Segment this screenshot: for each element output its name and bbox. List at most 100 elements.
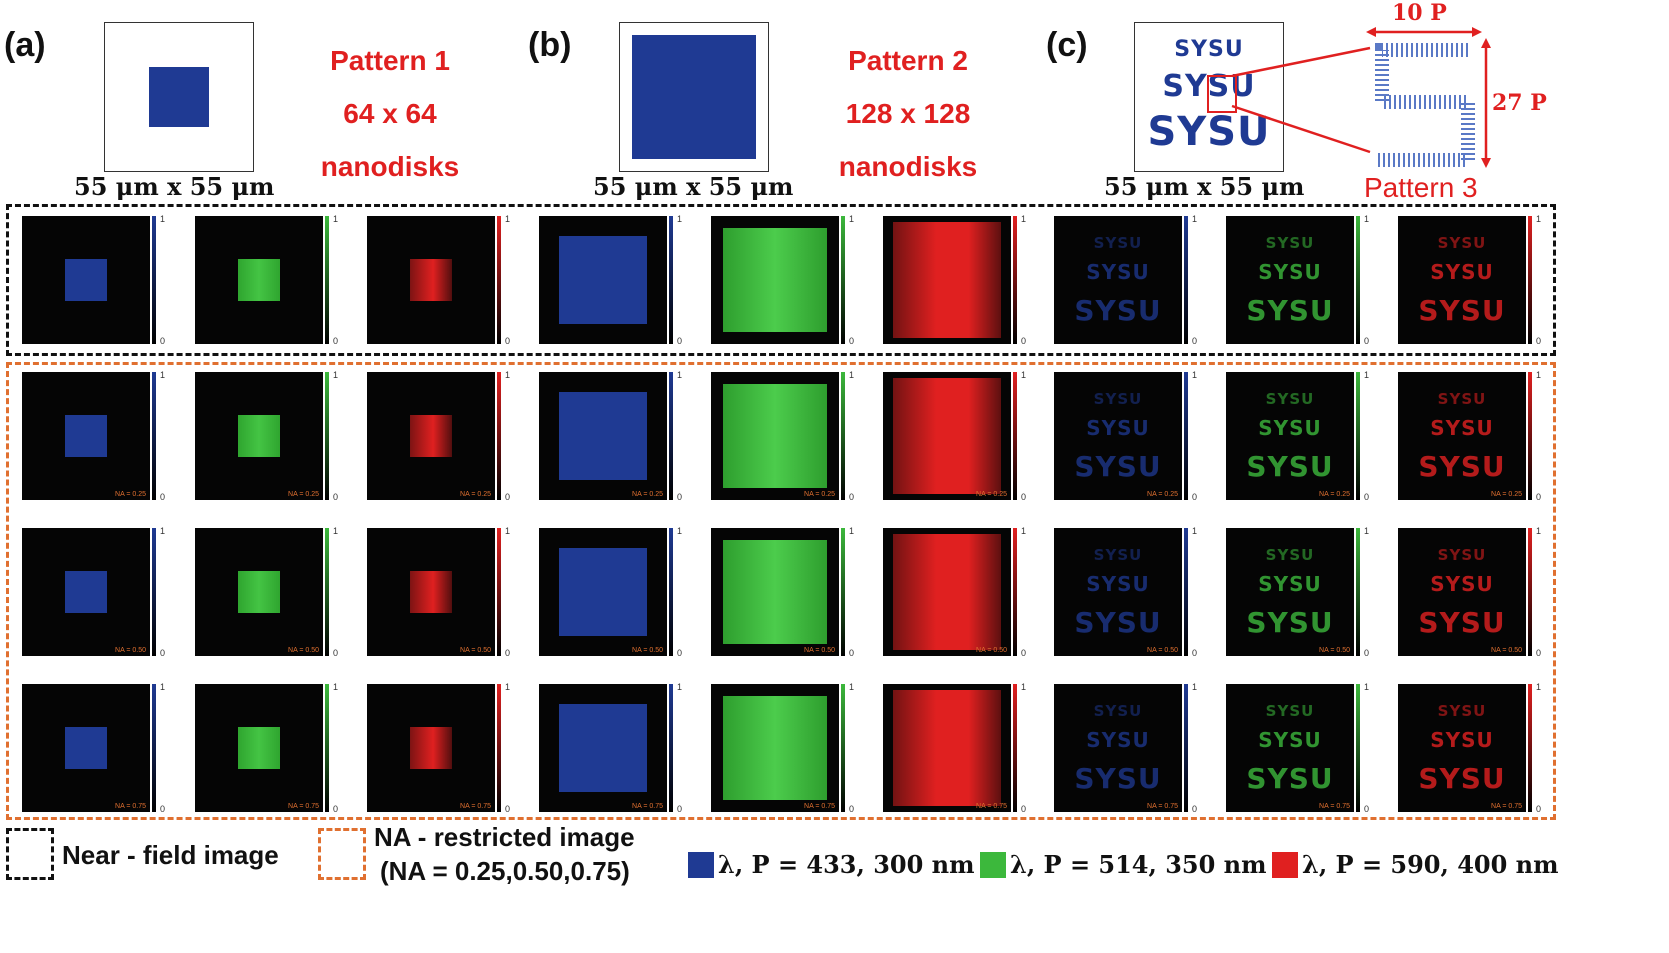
na-value-label: NA = 0.50	[976, 647, 1007, 654]
pattern-1-square-image	[238, 727, 280, 769]
colorbar-max-label: 1	[160, 370, 166, 380]
na-value-label: NA = 0.50	[115, 647, 146, 654]
sysu-text-image: SYSU	[1246, 294, 1334, 327]
sysu-text-image: SYSU	[1258, 728, 1322, 752]
colorbar-min-label: 0	[333, 492, 339, 502]
colorbar	[325, 216, 329, 344]
colorbar	[1184, 528, 1188, 656]
sysu-text-image: SYSU	[1418, 450, 1506, 483]
simulated-image: NA = 0.50	[367, 528, 495, 656]
simulated-image: NA = 0.25	[22, 372, 150, 500]
sysu-text-image: SYSU	[1093, 234, 1143, 252]
na-value-label: NA = 0.50	[632, 647, 663, 654]
colorbar-min-label: 0	[849, 648, 855, 658]
colorbar-max-label: 1	[505, 214, 511, 224]
pattern-2-title-line2: 128 x 128	[845, 98, 971, 129]
na-value-label: NA = 0.75	[288, 803, 319, 810]
sysu-text-image: SYSU	[1418, 762, 1506, 795]
colorbar	[152, 684, 156, 812]
sysu-text-image: SYSU	[1258, 572, 1322, 596]
na-value-label: NA = 0.75	[1491, 803, 1522, 810]
colorbar	[152, 216, 156, 344]
colorbar-min-label: 0	[505, 804, 511, 814]
arrow-27p-top-head	[1481, 38, 1491, 48]
pattern-2-square-image	[723, 696, 827, 800]
pattern-3-zoom-box	[1207, 75, 1237, 113]
sysu-text-image: SYSU	[1437, 546, 1487, 564]
colorbar	[1013, 216, 1017, 344]
colorbar-max-label: 1	[677, 214, 683, 224]
colorbar-max-label: 1	[1192, 526, 1198, 536]
sysu-text-image: SYSU	[1418, 294, 1506, 327]
pattern-2-square-image	[723, 384, 827, 488]
na-value-label: NA = 0.50	[1491, 647, 1522, 654]
pattern-1-square-image	[65, 571, 107, 613]
colorbar	[1356, 216, 1360, 344]
pattern-1-square-image	[410, 727, 452, 769]
colorbar-min-label: 0	[333, 648, 339, 658]
pattern-1-square-image	[238, 415, 280, 457]
colorbar-min-label: 0	[160, 336, 166, 346]
colorbar-max-label: 1	[333, 370, 339, 380]
colorbar	[1013, 684, 1017, 812]
pattern-2-square-image	[893, 690, 1001, 806]
colorbar-min-label: 0	[1021, 648, 1027, 658]
pattern-1-square-image	[238, 259, 280, 301]
colorbar-min-label: 0	[505, 336, 511, 346]
panel-b-label: (b)	[528, 26, 572, 64]
colorbar	[325, 684, 329, 812]
na-value-label: NA = 0.25	[1491, 491, 1522, 498]
sysu-text-image: SYSU	[1093, 546, 1143, 564]
inset-width-label: 10 P	[1392, 0, 1447, 26]
na-value-label: NA = 0.75	[804, 803, 835, 810]
colorbar-max-label: 1	[160, 526, 166, 536]
sysu-text-image: SYSU	[1093, 390, 1143, 408]
sysu-text-image: SYSU	[1430, 572, 1494, 596]
na-value-label: NA = 0.25	[1147, 491, 1178, 498]
zoom-line-bottom	[1231, 104, 1371, 154]
pattern-1-title: Pattern 1 64 x 64 nanodisks	[300, 34, 480, 193]
simulated-image	[367, 216, 495, 344]
sysu-text-image: SYSU	[1093, 702, 1143, 720]
colorbar	[669, 528, 673, 656]
inset-height-label: 27 P	[1492, 90, 1547, 116]
colorbar-max-label: 1	[1021, 370, 1027, 380]
colorbar-max-label: 1	[1364, 370, 1370, 380]
colorbar-max-label: 1	[505, 370, 511, 380]
pattern-2-square-image	[723, 228, 827, 332]
pattern-2-square-image	[559, 704, 647, 792]
pattern-1-title-line1: Pattern 1	[330, 45, 450, 76]
panel-a-label: (a)	[4, 26, 46, 64]
colorbar-max-label: 1	[1192, 682, 1198, 692]
pattern-2-preview	[619, 22, 769, 172]
na-value-label: NA = 0.50	[1319, 647, 1350, 654]
colorbar	[325, 372, 329, 500]
na-value-label: NA = 0.25	[288, 491, 319, 498]
colorbar	[325, 528, 329, 656]
na-legend-swatch	[318, 828, 366, 880]
na-value-label: NA = 0.50	[804, 647, 835, 654]
zoom-line-top	[1231, 46, 1371, 78]
pattern-1-square-image	[410, 415, 452, 457]
sysu-text-image: SYSU	[1265, 390, 1315, 408]
pattern-2-title-line1: Pattern 2	[848, 45, 968, 76]
colorbar	[841, 528, 845, 656]
simulated-image	[883, 216, 1011, 344]
colorbar-min-label: 0	[1192, 804, 1198, 814]
pattern-2-square-image	[893, 222, 1001, 338]
na-value-label: NA = 0.75	[460, 803, 491, 810]
sysu-text-image: SYSU	[1265, 546, 1315, 564]
